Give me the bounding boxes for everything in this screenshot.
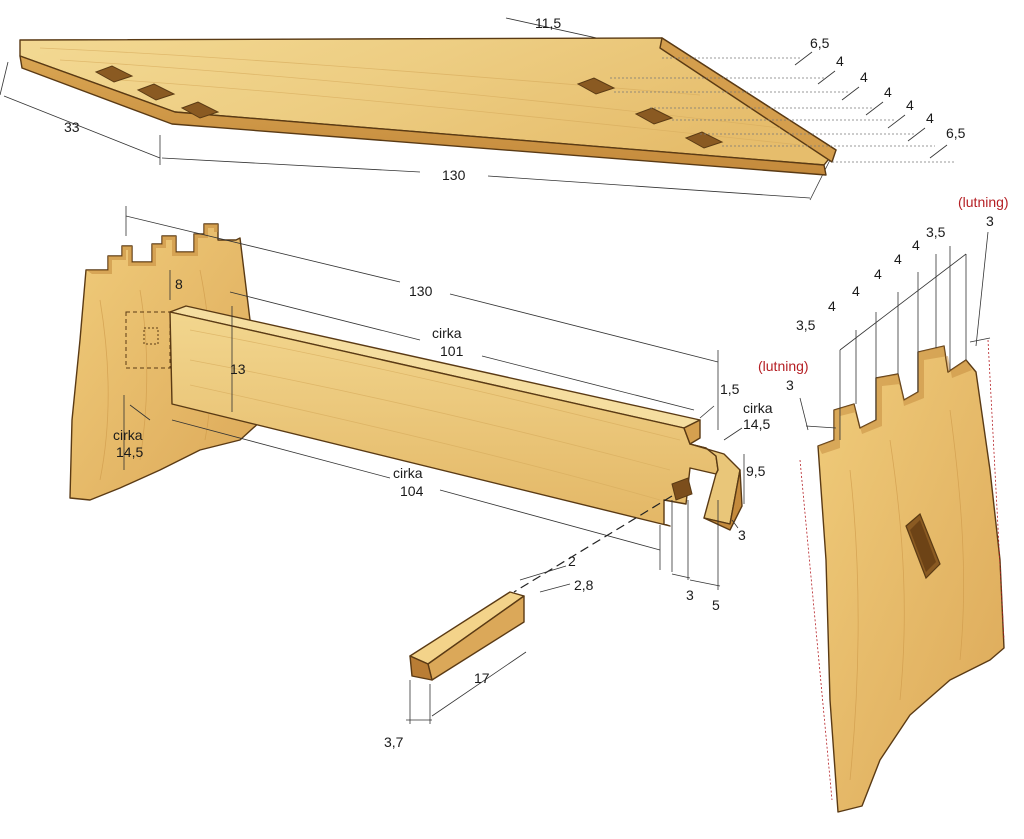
slope-line-left	[799, 459, 833, 801]
tenon-step-leader	[699, 405, 715, 419]
length-dimension-line-b	[487, 175, 811, 199]
total-length-caption: cirka	[393, 465, 423, 481]
tenon-step-label: 1,5	[720, 381, 740, 397]
total-length-line-b	[439, 489, 661, 551]
total-length-label: 104	[400, 483, 424, 499]
stretcher-grain	[189, 329, 681, 501]
finger-leaders	[799, 231, 991, 440]
right-leg-grain	[849, 409, 965, 781]
right-leg-finger-tops	[818, 346, 972, 454]
tenon-end-grain	[703, 469, 743, 531]
wedge-length-line	[431, 651, 527, 717]
right-leg-face	[817, 345, 1005, 813]
finger-width-5: 4	[894, 251, 902, 267]
wedge-width-line	[539, 583, 571, 593]
tenon-height-leader	[723, 427, 743, 441]
leg-height-label: 14,5	[116, 444, 143, 460]
mortise	[576, 77, 616, 95]
wedge-insertion-path	[513, 495, 673, 593]
wedge: 2 2,8 17 3,7	[384, 553, 594, 750]
stretcher: 130 cirka 101 13 cirka 104 1,5	[125, 206, 773, 613]
finger-width-7: 3,5	[926, 224, 946, 240]
mortise	[136, 83, 176, 101]
spacing-label-5: 4	[906, 97, 914, 113]
finger-width-4: 4	[874, 266, 882, 282]
board-length-label: 130	[442, 167, 466, 183]
spacing-label-2: 4	[836, 53, 844, 69]
wedge-length-label: 17	[474, 670, 490, 686]
left-leg-finger-tops	[86, 224, 218, 274]
board-mortises	[94, 65, 724, 149]
board-width-label: 33	[64, 119, 80, 135]
notch-depth-label: 8	[175, 276, 183, 292]
board-offset-label: 11,5	[535, 15, 561, 31]
tenon-depth-label: 9,5	[746, 463, 766, 479]
board-front-edge	[19, 55, 827, 176]
stretcher-height-label: 13	[230, 361, 246, 377]
spacing-label-7: 6,5	[946, 125, 966, 141]
length-dimension-line-a	[161, 157, 421, 173]
overall-length-label: 130	[409, 283, 433, 299]
tenon-height-label: 14,5	[743, 416, 770, 432]
top-board: 33 130 11,5 6,5 4 4 4 4 4 6,5	[0, 15, 966, 201]
tenon-gap-leader	[731, 519, 739, 529]
wedge-thickness-label: 2	[568, 553, 576, 569]
width-extension-line	[0, 61, 9, 96]
spacing-label-4: 4	[884, 84, 892, 100]
spacing-leaders	[610, 57, 955, 163]
right-leg: (lutning) 3 (lutning) 3 3,5 4 4 4 4 4 3,…	[758, 194, 1009, 813]
slope-value-top: 3	[986, 213, 994, 229]
tenon-height-caption: cirka	[743, 400, 773, 416]
finger-width-1: 3,5	[796, 317, 816, 333]
shoulder-length-line-a	[229, 291, 421, 341]
spacing-ticks	[794, 51, 948, 159]
slope-value-left: 3	[786, 377, 794, 393]
tenon-side	[689, 443, 741, 525]
wedge-end-grain	[409, 655, 433, 681]
shoulder-length-line-b	[481, 355, 695, 411]
length-extension-right	[809, 159, 831, 201]
slot-offset-label: 5	[712, 597, 720, 613]
mortise	[684, 131, 724, 149]
width-dimension-line	[3, 95, 161, 159]
slope-caption-left: (lutning)	[758, 358, 809, 374]
mortise	[634, 107, 674, 125]
wedge-width-label: 2,8	[574, 577, 594, 593]
overall-length-line-a	[125, 215, 401, 283]
shoulder-length-caption: cirka	[432, 325, 462, 341]
finger-width-3: 4	[852, 283, 860, 299]
stretcher-shoulder	[683, 419, 701, 445]
spacing-label-1: 6,5	[810, 35, 830, 51]
right-leg-mortise-depth	[910, 520, 936, 572]
finger-width-2: 4	[828, 298, 836, 314]
mortise	[94, 65, 134, 83]
wedge-depth-label: 3,7	[384, 734, 404, 750]
left-leg-hidden-slot	[143, 327, 159, 345]
mortise	[180, 101, 220, 119]
spacing-label-3: 4	[860, 69, 868, 85]
tenon-wedge-slot	[671, 477, 693, 501]
wedge-thickness-line	[519, 565, 567, 581]
tenon-gap-label: 3	[738, 527, 746, 543]
spacing-label-6: 4	[926, 110, 934, 126]
leg-height-caption: cirka	[113, 427, 143, 443]
leg-height-leader	[129, 404, 151, 421]
slot-offset-line	[689, 579, 721, 587]
shoulder-length-label: 101	[440, 343, 464, 359]
slot-width-line	[671, 573, 691, 579]
total-length-line-a	[171, 419, 391, 479]
finger-width-6: 4	[912, 237, 920, 253]
overall-length-line-b	[449, 293, 719, 363]
slot-width-label: 3	[686, 587, 694, 603]
slope-caption-top: (lutning)	[958, 194, 1009, 210]
